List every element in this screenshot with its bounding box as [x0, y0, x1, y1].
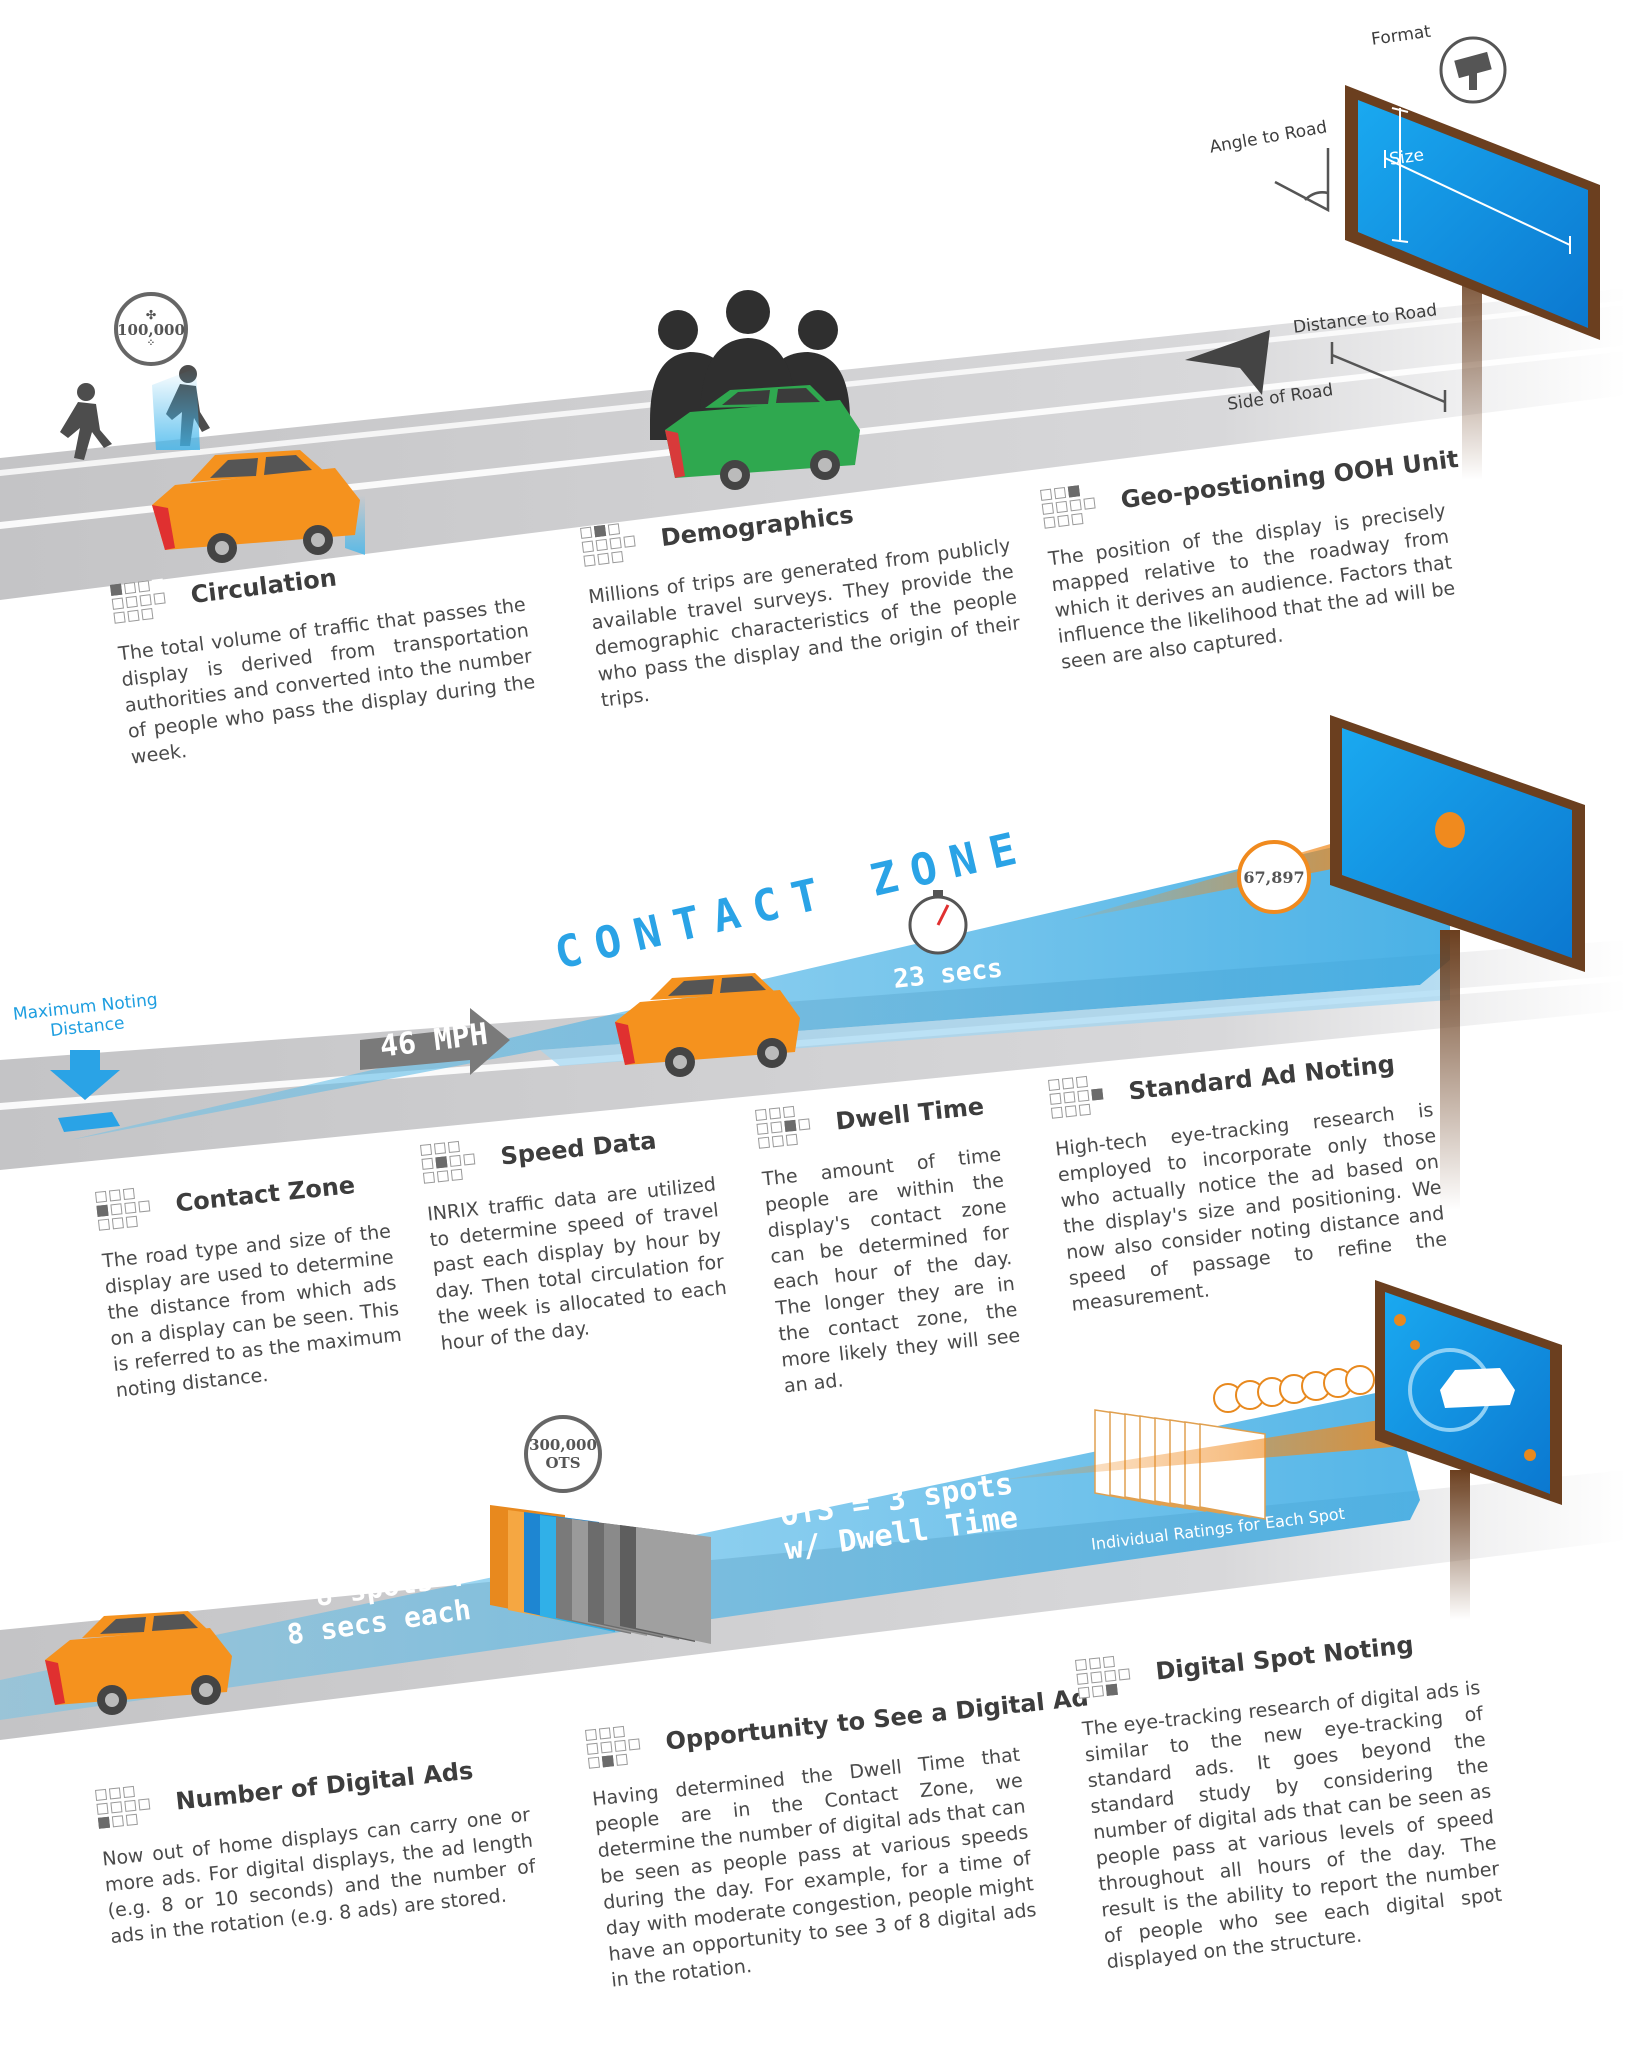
car-orange-2 [615, 973, 800, 1077]
section-dwell-time: Dwell Time The amount of time people are… [755, 1085, 1024, 1399]
side-of-road-icon [1185, 330, 1270, 395]
rating-bubbles [1213, 1365, 1375, 1413]
angle-to-road-icon [1274, 148, 1330, 213]
section-ots-digital-ad: Opportunity to See a Digital Ad Having d… [585, 1683, 1090, 1993]
speed-arrow [360, 1008, 510, 1075]
section-digital-spot-noting: Digital Spot Noting The eye-tracking res… [1075, 1618, 1506, 1975]
grid-icon [1075, 1654, 1132, 1699]
grid-icon [95, 1186, 152, 1231]
stopwatch-icon [908, 890, 968, 955]
grid-icon [1048, 1074, 1105, 1119]
circulation-count-badge: ✣ 100,000 ⁘ [114, 292, 188, 366]
grid-icon [1040, 483, 1098, 529]
car-orange-1 [152, 450, 365, 563]
section-body: The eye-tracking research of digital ads… [1081, 1676, 1504, 1974]
section-standard-ad-noting: Standard Ad Noting High-tech eye-trackin… [1048, 1040, 1451, 1317]
digital-ad-stack [490, 1505, 711, 1644]
grid-icon [110, 578, 168, 624]
circulation-count: 100,000 [117, 321, 185, 339]
grid-icon [585, 1724, 642, 1769]
contact-count-badge: 67,897 [1237, 840, 1311, 914]
spot-cone [1000, 1405, 1475, 1480]
grid-icon [420, 1139, 477, 1184]
grid-icon [755, 1104, 812, 1149]
section-contact-zone: Contact Zone The road type and size of t… [95, 1162, 406, 1404]
billboard-1 [1345, 85, 1600, 480]
section-speed-data: Speed Data INRIX traffic data are utiliz… [420, 1115, 731, 1357]
section-body: The road type and size of the display ar… [101, 1220, 403, 1402]
grid-icon [580, 521, 638, 567]
billboard-3 [1375, 1280, 1562, 1620]
counting-beam [152, 368, 200, 450]
distance-to-road-icon [1330, 342, 1447, 412]
car-green [665, 385, 860, 490]
contact-count: 67,897 [1243, 867, 1305, 887]
section-body: INRIX traffic data are utilized to deter… [426, 1173, 728, 1355]
section-body: The amount of time people are within the… [761, 1143, 1022, 1398]
max-noting-arrow-icon [50, 1050, 120, 1132]
ots-count-badge: 300,000 OTS [524, 1415, 602, 1493]
dots-icon: ⁘ [146, 338, 156, 349]
grid-icon [95, 1784, 152, 1829]
ots-count: 300,000 [529, 1436, 597, 1454]
format-icon [1439, 36, 1507, 104]
ots-unit: OTS [545, 1454, 581, 1472]
car-orange-3 [45, 1611, 232, 1715]
billboard-2 [1330, 715, 1585, 1210]
plus-icon: ✣ [145, 308, 157, 322]
